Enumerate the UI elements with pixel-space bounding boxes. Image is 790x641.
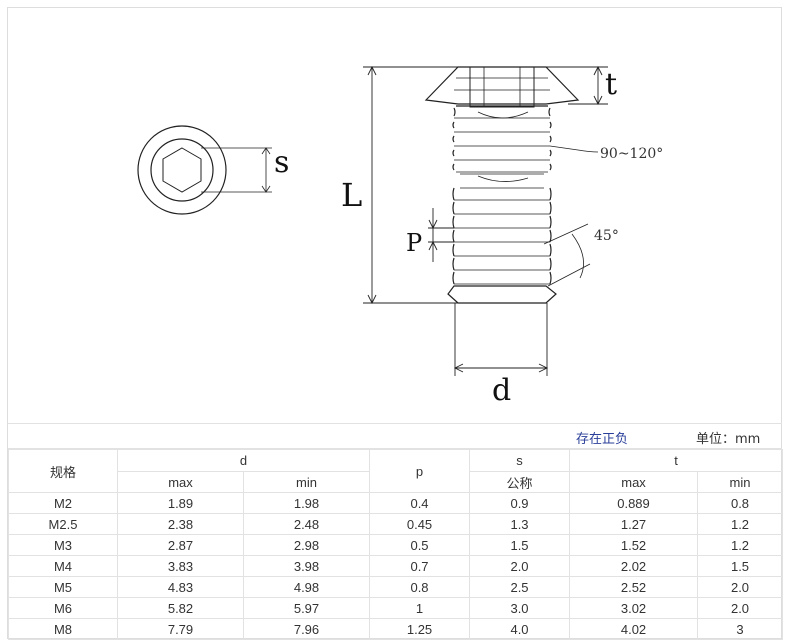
label-d: d: [492, 373, 511, 408]
table-row: M2.5 2.38 2.48 0.45 1.3 1.27 1.2: [8, 513, 784, 535]
cell-t-max: 0.889: [569, 492, 699, 514]
header-d: d: [116, 449, 371, 472]
cell-t-min: 0.8: [697, 492, 784, 514]
cell-p: 0.4: [369, 492, 471, 514]
unit-note: 单位：mm: [696, 432, 761, 447]
table-row: M2 1.89 1.98 0.4 0.9 0.889 0.8: [8, 492, 784, 514]
cell-p: 0.8: [369, 576, 471, 598]
label-t: t: [605, 67, 617, 102]
screw-profile: [424, 66, 599, 304]
cell-spec: M3: [8, 534, 118, 556]
cone-angle-label: 90~120°: [600, 146, 663, 162]
spec-table: 规格 d p s t max min 公称 max min M2 1.89 1.…: [8, 449, 784, 640]
cell-t-min: 1.2: [697, 534, 784, 556]
cell-d-min: 1.98: [242, 492, 371, 514]
cell-spec: M8: [8, 618, 118, 640]
header-d-max: max: [117, 471, 244, 493]
cell-p: 1.25: [369, 618, 471, 640]
cell-t-min: 2.0: [697, 597, 784, 619]
label-L: L: [341, 176, 362, 214]
cell-d-max: 5.82: [117, 597, 244, 619]
cell-t-max: 1.52: [569, 534, 699, 556]
cell-t-max: 1.27: [569, 513, 699, 535]
cell-spec: M2: [8, 492, 118, 514]
t-dimension: [546, 65, 608, 106]
cell-t-min: 1.2: [697, 513, 784, 535]
header-spec: 规格: [8, 449, 118, 493]
table-note-row: 存在正负 单位：mm: [8, 423, 782, 449]
cell-p: 0.7: [369, 555, 471, 577]
cell-s: 1.5: [469, 534, 571, 556]
table-row: M3 2.87 2.98 0.5 1.5 1.52 1.2: [8, 534, 784, 556]
table-row: M4 3.83 3.98 0.7 2.0 2.02 1.5: [8, 555, 784, 577]
spec-table-body: M2 1.89 1.98 0.4 0.9 0.889 0.8 M2.5 2.38…: [8, 492, 784, 640]
table-row: M8 7.79 7.96 1.25 4.0 4.02 3: [8, 618, 784, 640]
cell-t-max: 4.02: [569, 618, 699, 640]
label-s: s: [274, 145, 289, 180]
cell-d-max: 3.83: [117, 555, 244, 577]
table-row: M5 4.83 4.98 0.8 2.5 2.52 2.0: [8, 576, 784, 598]
cell-spec: M4: [8, 555, 118, 577]
header-d-min: min: [242, 471, 371, 493]
cell-p: 0.5: [369, 534, 471, 556]
cell-spec: M2.5: [8, 513, 118, 535]
label-P: P: [406, 229, 422, 257]
end-view: [137, 125, 272, 215]
cell-p: 0.45: [369, 513, 471, 535]
thread-angle-mark: [543, 223, 591, 287]
header-t-min: min: [697, 471, 784, 493]
cell-d-max: 7.79: [117, 618, 244, 640]
cell-d-min: 4.98: [242, 576, 371, 598]
diameter-dimension: [453, 303, 549, 376]
cell-d-min: 2.98: [242, 534, 371, 556]
cell-s: 4.0: [469, 618, 571, 640]
cell-d-min: 2.48: [242, 513, 371, 535]
thread-angle-label: 45°: [594, 228, 619, 244]
cell-t-min: 1.5: [697, 555, 784, 577]
header-s-nominal: 公称: [469, 471, 571, 493]
header-s: s: [469, 449, 571, 472]
cell-t-min: 2.0: [697, 576, 784, 598]
cell-t-max: 2.02: [569, 555, 699, 577]
cell-d-min: 7.96: [242, 618, 371, 640]
cell-spec: M5: [8, 576, 118, 598]
pitch-dimension: [428, 208, 454, 262]
cell-d-min: 3.98: [242, 555, 371, 577]
header-t-max: max: [569, 471, 699, 493]
cell-d-max: 2.38: [117, 513, 244, 535]
cell-t-max: 2.52: [569, 576, 699, 598]
tolerance-note: 存在正负: [576, 432, 629, 447]
cell-p: 1: [369, 597, 471, 619]
cell-s: 0.9: [469, 492, 571, 514]
length-dimension: [363, 65, 478, 305]
set-screw-drawing: s t L P d 90~120° 45°: [137, 65, 663, 408]
cell-spec: M6: [8, 597, 118, 619]
cell-d-max: 4.83: [117, 576, 244, 598]
cell-d-max: 2.87: [117, 534, 244, 556]
cell-t-min: 3: [697, 618, 784, 640]
header-t: t: [569, 449, 784, 472]
cell-s: 1.3: [469, 513, 571, 535]
cell-d-min: 5.97: [242, 597, 371, 619]
cell-s: 3.0: [469, 597, 571, 619]
cell-s: 2.5: [469, 576, 571, 598]
table-row: M6 5.82 5.97 1 3.0 3.02 2.0: [8, 597, 784, 619]
cell-d-max: 1.89: [117, 492, 244, 514]
cell-t-max: 3.02: [569, 597, 699, 619]
header-p: p: [369, 449, 471, 493]
cell-s: 2.0: [469, 555, 571, 577]
